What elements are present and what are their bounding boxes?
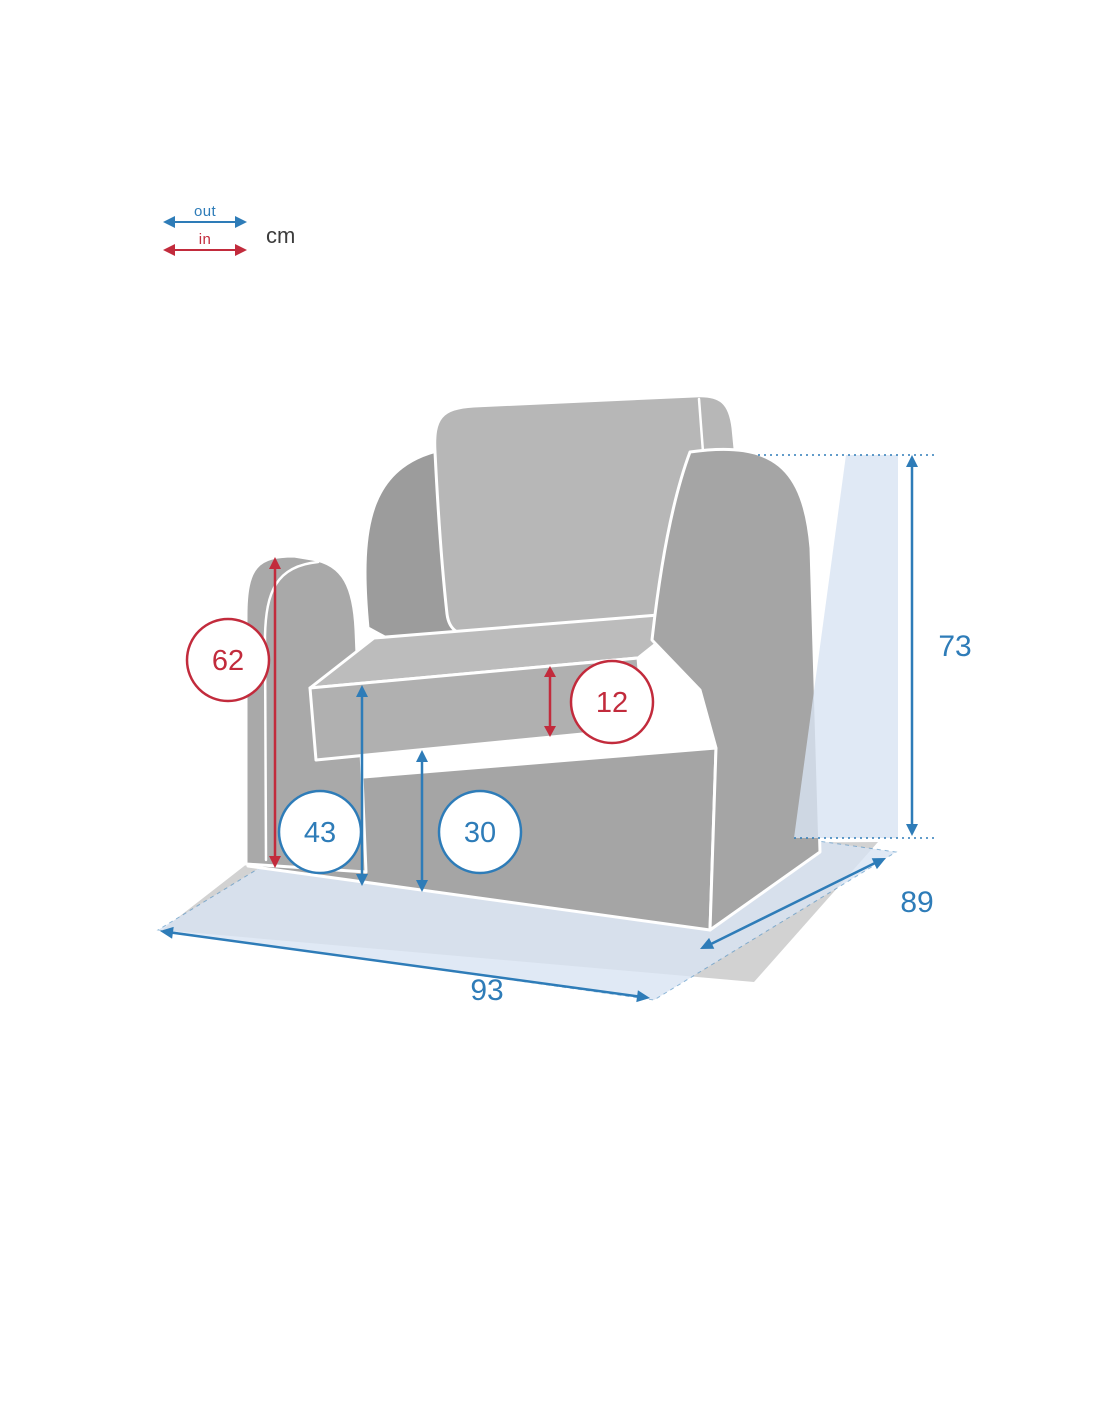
total-height-arrowhead-top (906, 455, 918, 467)
width-arrowhead-left (160, 926, 174, 939)
total-height-arrowhead-bottom (906, 824, 918, 836)
under-seat-arrowhead-top (416, 750, 428, 762)
unit-legend: out in cm (163, 203, 295, 256)
seat-height-arrowhead-bottom (356, 874, 368, 886)
legend-in-arrow-icon (163, 244, 247, 256)
seat-height-badge (277, 789, 363, 875)
under-seat-height-badge (437, 789, 523, 875)
width-arrow (170, 931, 640, 998)
cushion-thickness-value: 12 (596, 687, 628, 719)
legend-out-label: out (194, 203, 216, 220)
depth-arrowhead-front (700, 937, 715, 949)
cushion-thickness-badge (569, 659, 655, 745)
width-value: 93 (470, 974, 503, 1007)
armrest-height-arrowhead-top (269, 557, 281, 569)
legend-out-arrow-icon (163, 216, 247, 228)
dimension-armrest-height: 62 (185, 557, 281, 868)
dimension-cushion-thickness: 12 (544, 659, 655, 745)
seat-height-value: 43 (304, 817, 336, 849)
armrest-height-arrowhead-bottom (269, 856, 281, 868)
depth-arrow (710, 861, 876, 946)
cushion-thickness-arrowhead-bottom (544, 726, 556, 737)
dimension-depth: 89 (700, 858, 934, 949)
under-seat-height-value: 30 (464, 817, 496, 849)
depth-value: 89 (900, 886, 933, 919)
dimension-seat-height: 43 (277, 685, 368, 886)
footprint-plane-border (156, 781, 898, 1001)
seat-height-arrowhead-top (356, 685, 368, 697)
under-seat-arrowhead-bottom (416, 880, 428, 892)
depth-arrowhead-back (871, 858, 886, 870)
legend-unit-label: cm (266, 223, 295, 248)
dimension-total-height: 73 (906, 455, 972, 836)
legend-in-label: in (199, 231, 211, 248)
chair-right-arm (650, 447, 822, 932)
armrest-height-value: 62 (212, 645, 244, 677)
height-plane (794, 455, 898, 838)
dimension-under-seat-height: 30 (416, 750, 523, 892)
total-height-value: 73 (938, 630, 971, 663)
dimension-width: 93 (160, 926, 650, 1007)
cushion-thickness-arrowhead-top (544, 666, 556, 677)
width-arrowhead-right (636, 990, 650, 1003)
armrest-height-badge (185, 617, 271, 703)
